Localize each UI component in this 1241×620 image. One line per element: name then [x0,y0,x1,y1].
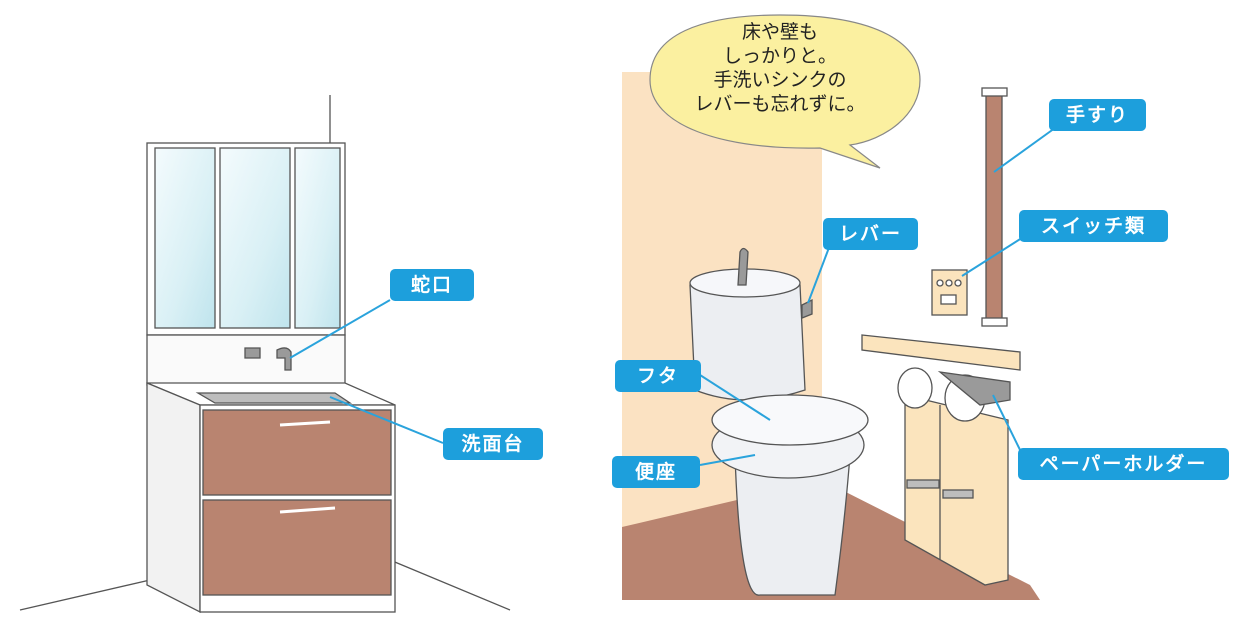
toilet-bowl [734,454,851,596]
toilet-lid [711,394,869,446]
floor-line-left [19,579,151,611]
label-faucet: 蛇口 [390,269,474,301]
leader-handrail [993,127,1056,173]
handrail-bracket-bottom [981,317,1008,327]
drawer-handle-upper [279,420,331,427]
speech-bubble: 床や壁も しっかりと。 手洗いシンクの レバーも忘れずに。 [655,20,905,116]
tank-spout [737,247,749,286]
label-seat: 便座 [612,456,700,488]
paper-holder-bracket [937,371,1011,406]
mirror-panel-right [294,147,341,329]
leader-lid [699,374,771,421]
sink-basin [195,392,353,404]
bubble-line-1: 床や壁も [741,21,818,43]
handrail-bracket-top [981,87,1008,97]
bubble-line-2: しっかりと。 [722,45,837,67]
switch-button-2 [945,279,953,287]
cabinet-handle-left [906,479,940,489]
drawer-lower [202,499,392,596]
mirror-panel-center [219,147,291,329]
switch-display [940,294,957,305]
handrail [985,89,1003,326]
bubble-line-3: 手洗いシンクの [713,69,847,91]
faucet-left [244,347,261,359]
mirror-panel-left [154,147,216,329]
leader-seat [699,454,756,466]
drawer-upper [202,409,392,496]
speech-bubble-shape [649,14,921,169]
backsplash [146,334,346,386]
label-handrail: 手すり [1049,99,1146,131]
drawer-handle-lower [279,506,336,514]
faucet-right [276,347,292,371]
label-lid: フタ [615,360,701,392]
leader-faucet [289,299,391,359]
switch-button-3 [954,279,962,287]
leader-washbasin [329,396,444,444]
label-paper-holder: ペーパーホルダー [1018,448,1229,480]
bubble-line-4: レバーも忘れずに。 [694,93,866,115]
leader-lines [289,127,1056,466]
cabinet-side [146,382,201,614]
floor-line-right [389,559,511,611]
washstand-illustration [19,95,511,614]
label-switches: スイッチ類 [1019,210,1168,242]
cabinet-handle-right [942,489,974,499]
label-lever: レバー [823,218,918,250]
switch-button-1 [936,279,944,287]
leader-lever [807,244,831,304]
label-washbasin: 洗面台 [443,428,543,460]
leader-switches [961,235,1026,277]
paper-roll-left [897,367,933,409]
switch-panel [931,269,968,316]
shelf [861,334,1021,371]
